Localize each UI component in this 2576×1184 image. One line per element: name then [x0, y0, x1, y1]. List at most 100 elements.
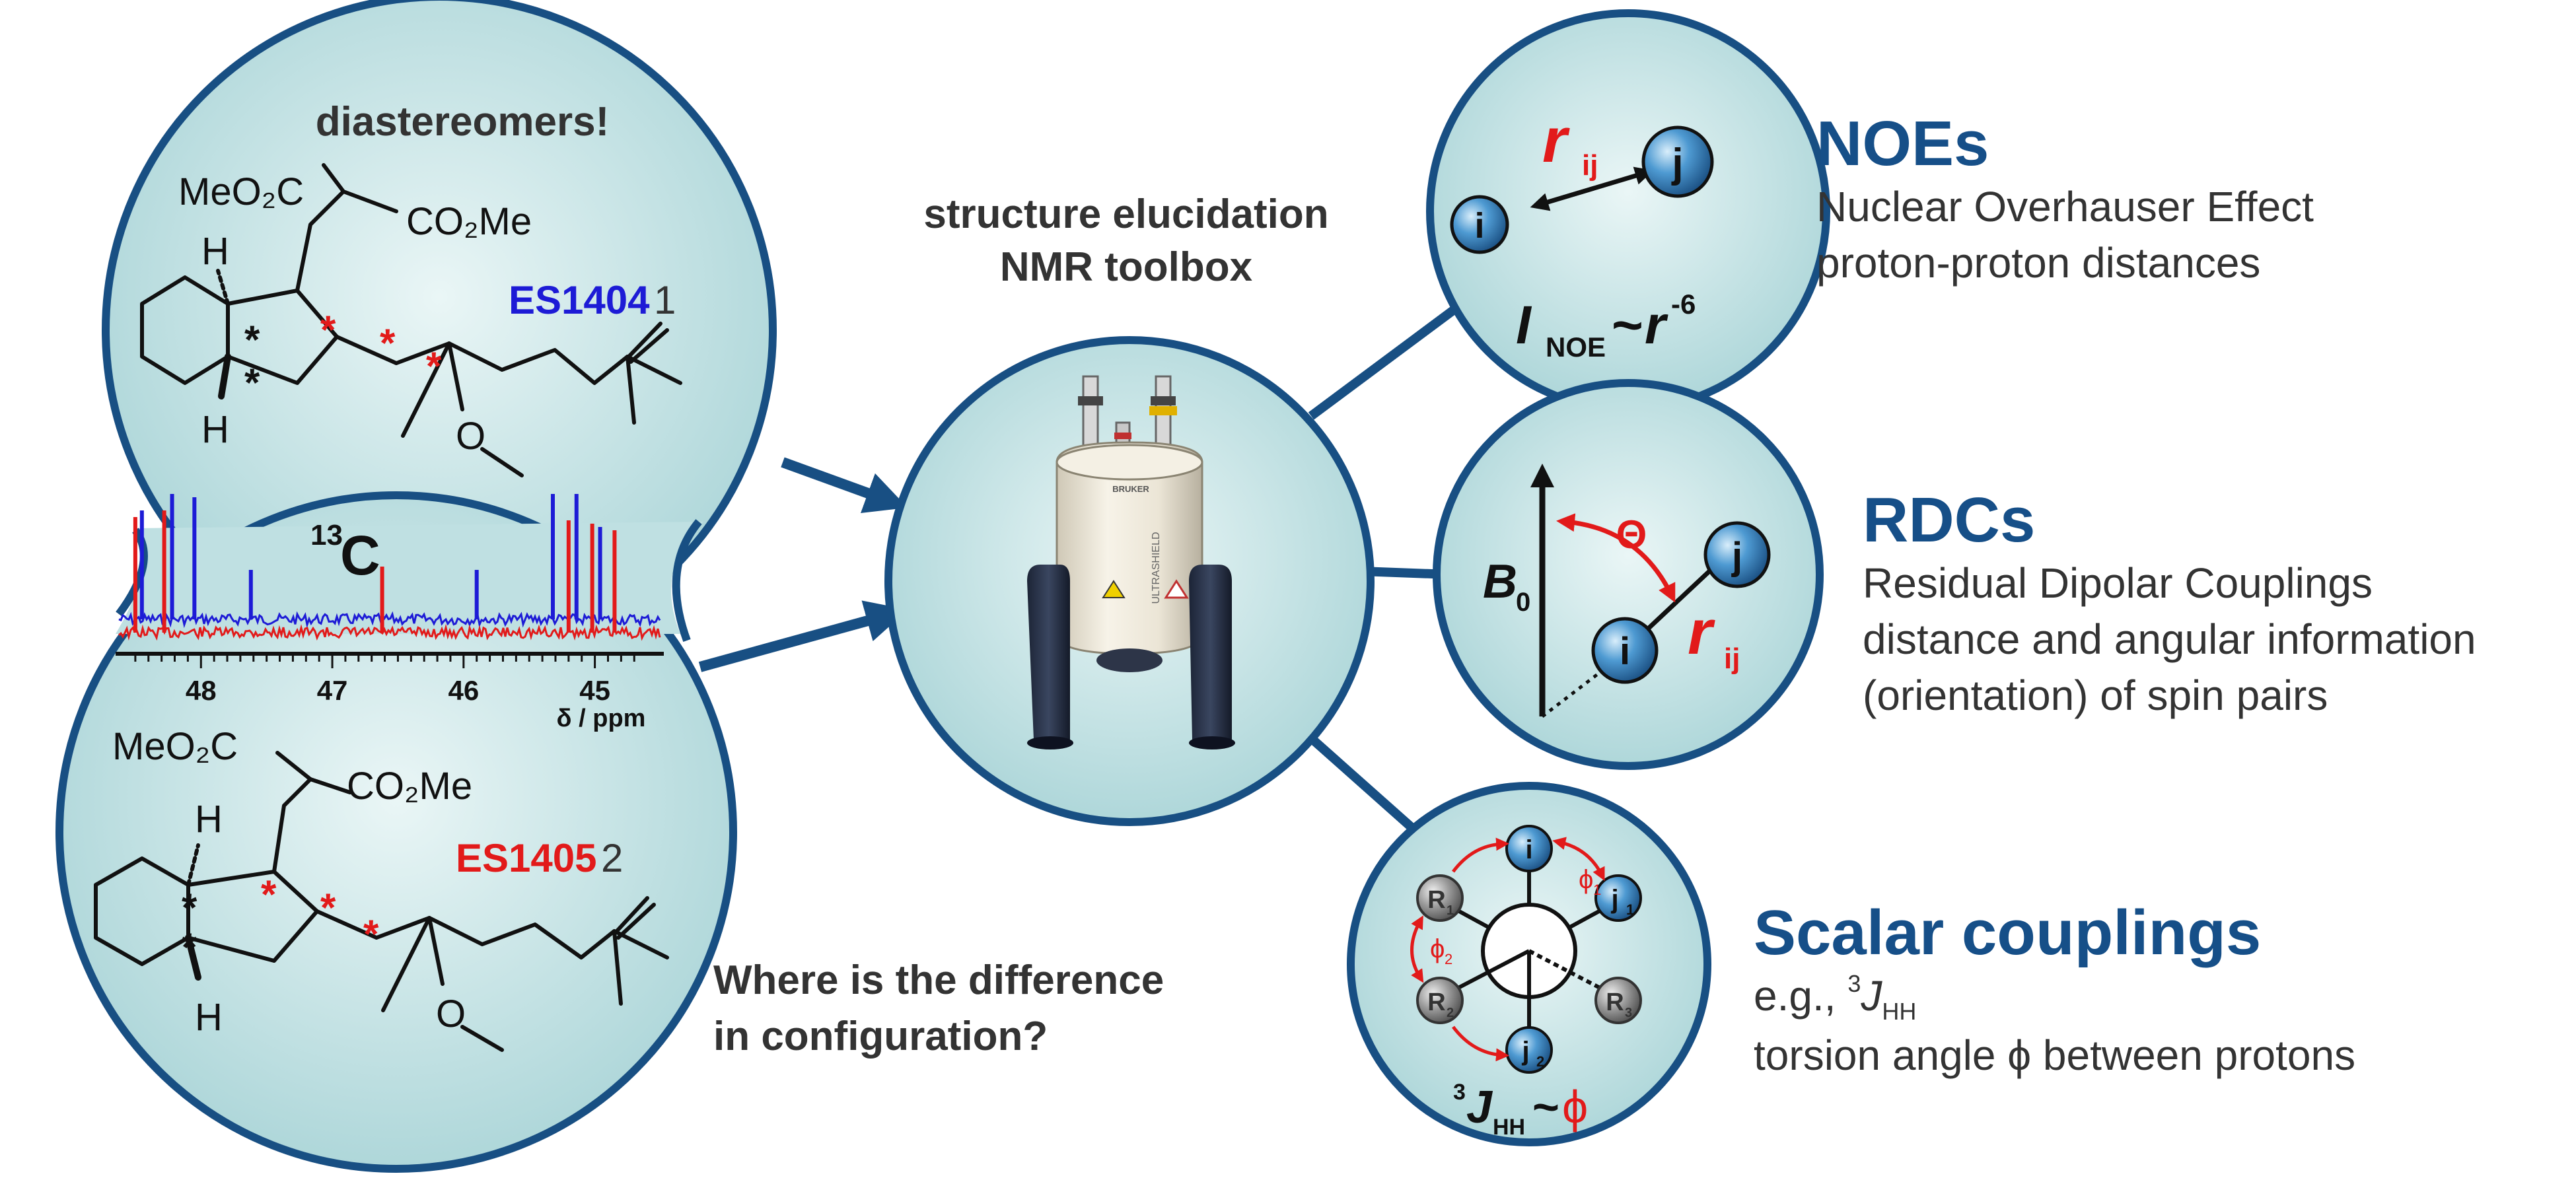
- spectrum-nucleus-mass: 13: [310, 519, 343, 551]
- compound-1-star-black-2: *: [244, 361, 260, 405]
- magnet-model: ULTRASHIELD: [1151, 532, 1162, 604]
- compound-2-star-red-3: *: [363, 912, 379, 956]
- scalar-formula-phi: ϕ: [1562, 1081, 1588, 1132]
- spectrum-tick-label: 45: [579, 675, 610, 706]
- scalar-r2-j2-arc: [1452, 1026, 1509, 1062]
- left-bubble: [55, 0, 777, 1173]
- diastereomers-heading: diastereomers!: [316, 99, 610, 145]
- newman-projection: [1452, 865, 1606, 1037]
- arrow-bottom-to-center: [698, 600, 908, 672]
- compound-1-star-red-1: *: [320, 308, 336, 352]
- scalar-phi2-sub: 2: [1445, 951, 1452, 967]
- scalar-atom-r1-sub: 1: [1447, 903, 1454, 918]
- scalar-formula-rel: ~: [1532, 1081, 1559, 1132]
- scalar-atom-r1: [1416, 874, 1464, 922]
- compound-2-star-black-1: *: [182, 886, 197, 930]
- scalar-atom-r3-label: R: [1606, 989, 1624, 1016]
- connector-scalar: [1295, 722, 1420, 836]
- compound-1-h-top: H: [201, 230, 229, 273]
- compound-2-star-red-1: *: [261, 872, 277, 917]
- compound-1-co2me: CO₂Me: [406, 200, 532, 243]
- compound-2-structure: [94, 751, 669, 1052]
- spectrum-nucleus-symbol: C: [340, 524, 380, 586]
- compound-1-meo2c: MeO₂C: [178, 170, 304, 213]
- rdc-atom-j: [1703, 521, 1771, 588]
- compound-1-code: ES1404: [509, 278, 650, 322]
- rdc-angle-arc: [1556, 513, 1676, 603]
- spectrum-tick-label: 47: [317, 675, 348, 706]
- scalar-atom-j2-label: j: [1521, 1037, 1529, 1066]
- compound-2-methoxy-o: O: [436, 992, 466, 1035]
- scalar-atom-j1-sub: 1: [1626, 901, 1634, 918]
- scalar-atom-i-label: i: [1525, 835, 1532, 864]
- rdc-line-2: distance and angular information: [1863, 615, 2476, 663]
- scalar-phi2-arc: [1410, 915, 1424, 983]
- noe-atom-i: [1450, 195, 1509, 254]
- compound-1-star-red-2: *: [380, 321, 396, 365]
- scalar-line-2: torsion angle ϕ between protons: [1754, 1031, 2355, 1079]
- noe-formula-exp: -6: [1671, 289, 1696, 320]
- rdc-distance-r: r: [1688, 597, 1715, 668]
- rdc-line-3: (orientation) of spin pairs: [1863, 672, 2328, 719]
- scalar-formula-sub: HH: [1493, 1115, 1525, 1140]
- rdc-line-1: Residual Dipolar Couplings: [1863, 559, 2373, 607]
- noe-atom-j-label: j: [1671, 141, 1683, 186]
- noe-distance-sub: ij: [1582, 149, 1598, 182]
- compound-2-co2me: CO₂Me: [347, 765, 472, 808]
- scalar-atom-r2-sub: 2: [1447, 1006, 1454, 1020]
- rdc-distance-sub: ij: [1724, 643, 1740, 675]
- noe-formula-i: I: [1516, 295, 1532, 355]
- center-title-line-1: structure elucidation: [923, 192, 1328, 237]
- scalar-formula-j: J: [1466, 1081, 1493, 1132]
- scalar-atom-r3-sub: 3: [1625, 1006, 1632, 1020]
- scalar-atom-r2: [1416, 977, 1464, 1024]
- scalar-eg-line: e.g., 3JHH: [1754, 970, 1916, 1025]
- rdc-atom-i-label: i: [1620, 630, 1630, 673]
- compound-1-h-bottom: H: [201, 408, 229, 451]
- bubble-waist: [116, 522, 703, 634]
- noe-heading: NOEs: [1816, 108, 1989, 179]
- noe-formula-rel: ~: [1612, 295, 1643, 355]
- compound-2-star-black-2: *: [182, 925, 197, 969]
- rdc-dotted-axis: [1541, 672, 1600, 718]
- rdc-field-sub: 0: [1516, 588, 1530, 617]
- noe-distance-r: r: [1542, 105, 1570, 176]
- spectrum-tick-label: 48: [186, 675, 217, 706]
- noe-formula-sub: NOE: [1546, 331, 1606, 363]
- scalar-formula-sup: 3: [1453, 1080, 1466, 1105]
- question-line-2: in configuration?: [713, 1014, 1048, 1059]
- spectrum-tick-label: 46: [448, 675, 479, 706]
- noe-atom-i-label: i: [1474, 206, 1484, 246]
- c13-spectrum: 48 47 46 45: [116, 494, 664, 706]
- compound-2-h-bottom: H: [195, 996, 223, 1039]
- connector-noe: [1308, 306, 1456, 420]
- compound-2-code: ES1405: [456, 836, 597, 880]
- center-title-line-2: NMR toolbox: [1000, 244, 1253, 290]
- scalar-phi1: ϕ: [1579, 865, 1593, 894]
- noe-formula-r: r: [1645, 295, 1668, 355]
- scalar-atom-r2-label: R: [1427, 989, 1445, 1016]
- spectrum-axis-label: δ / ppm: [557, 705, 646, 732]
- compound-2-meo2c: MeO₂C: [112, 725, 238, 768]
- compound-1-structure: [140, 163, 682, 477]
- noe-line-1: Nuclear Overhauser Effect: [1816, 183, 2314, 230]
- bottom-bubble: [55, 491, 737, 1173]
- rdc-field-b: B: [1483, 555, 1517, 608]
- scalar-r1-i-arc: [1452, 837, 1509, 873]
- noe-atom-j: [1641, 125, 1714, 198]
- scalar-phi2: ϕ: [1430, 934, 1445, 963]
- scalar-phi1-sub: 1: [1593, 882, 1601, 898]
- compound-1-star-red-3: *: [426, 344, 442, 388]
- noe-line-2: proton-proton distances: [1816, 239, 2260, 287]
- compound-2-star-red-2: *: [320, 886, 336, 930]
- rdc-atom-i: [1591, 617, 1659, 684]
- nmr-magnet-icon: BRUKER ULTRASHIELD: [1027, 375, 1235, 749]
- compound-1-number: 1: [654, 278, 676, 322]
- rdc-atom-j-label: j: [1731, 535, 1742, 578]
- scalar-atom-j1-label: j: [1610, 885, 1618, 914]
- compound-1-star-black-1: *: [244, 318, 260, 362]
- scalar-atom-j1: [1594, 874, 1642, 922]
- arrow-top-to-center: [781, 457, 908, 513]
- scalar-heading: Scalar couplings: [1754, 897, 2261, 968]
